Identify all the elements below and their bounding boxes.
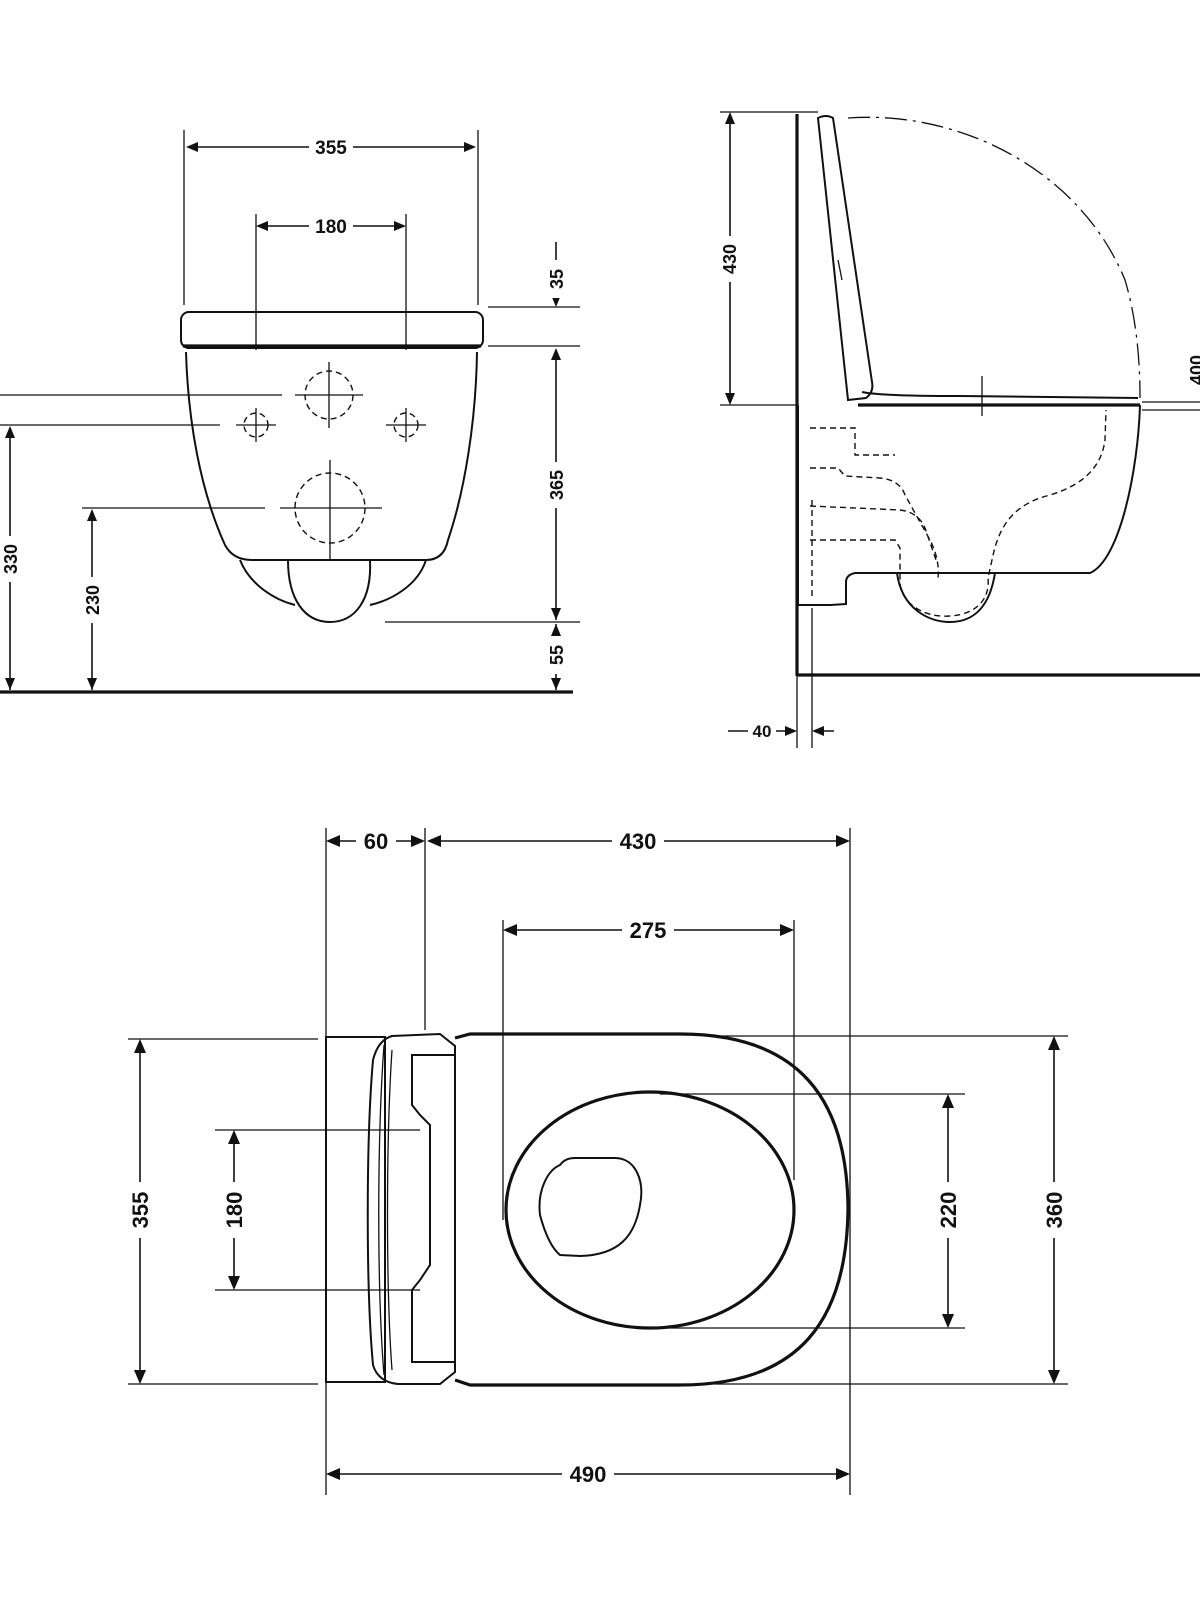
front-outlet xyxy=(287,559,372,624)
side-outlet xyxy=(896,572,996,624)
top-rear-depth-label: 60 xyxy=(364,829,388,854)
front-fixing-holes xyxy=(236,362,426,560)
top-bowl-opening xyxy=(504,1090,796,1330)
top-opening-width-label: 220 xyxy=(936,1192,961,1229)
front-seat xyxy=(180,311,484,349)
side-height-label: 430 xyxy=(720,244,740,274)
top-waste-hole xyxy=(538,1157,643,1258)
front-fixing-height-label: 330 xyxy=(1,544,21,574)
top-overall-width-label: 355 xyxy=(128,1192,153,1229)
front-seat-thickness-label: 35 xyxy=(547,269,567,289)
front-outlet-height-label: 230 xyxy=(83,585,103,615)
side-seat xyxy=(861,391,1139,399)
front-fixing-spacing-label: 180 xyxy=(315,217,347,238)
side-internal-trap xyxy=(809,427,940,579)
front-bowl-height-label: 365 xyxy=(547,470,567,500)
top-fixing-spacing-label: 180 xyxy=(222,1192,247,1229)
side-view: 430 400 40 xyxy=(718,111,1200,748)
top-rear-block xyxy=(325,1036,386,1383)
front-width-label: 355 xyxy=(315,138,347,159)
top-bowl-width-label: 360 xyxy=(1042,1192,1067,1229)
side-lid-swing-arc xyxy=(847,116,1141,399)
top-view: 60 430 275 490 355 180 220 xyxy=(127,828,1068,1495)
front-outlet-to-floor-label: 55 xyxy=(547,645,567,665)
top-hinge-bracket xyxy=(411,1054,455,1363)
top-projection-label: 430 xyxy=(620,829,657,854)
side-right-height-label: 400 xyxy=(1187,355,1200,385)
front-bowl-base xyxy=(239,559,296,606)
front-view: 355 180 35 365 55 330 230 xyxy=(0,130,580,694)
side-bowl-body xyxy=(797,404,1141,607)
top-seat-outline xyxy=(454,1032,850,1387)
side-wall-offset-label: 40 xyxy=(753,722,772,741)
front-bowl-outline xyxy=(185,351,478,561)
top-overall-length-label: 490 xyxy=(570,1462,607,1487)
top-opening-depth-label: 275 xyxy=(630,918,667,943)
front-bowl-base-right xyxy=(369,559,427,606)
side-lid xyxy=(816,115,874,402)
top-seat-rear xyxy=(366,1032,456,1385)
